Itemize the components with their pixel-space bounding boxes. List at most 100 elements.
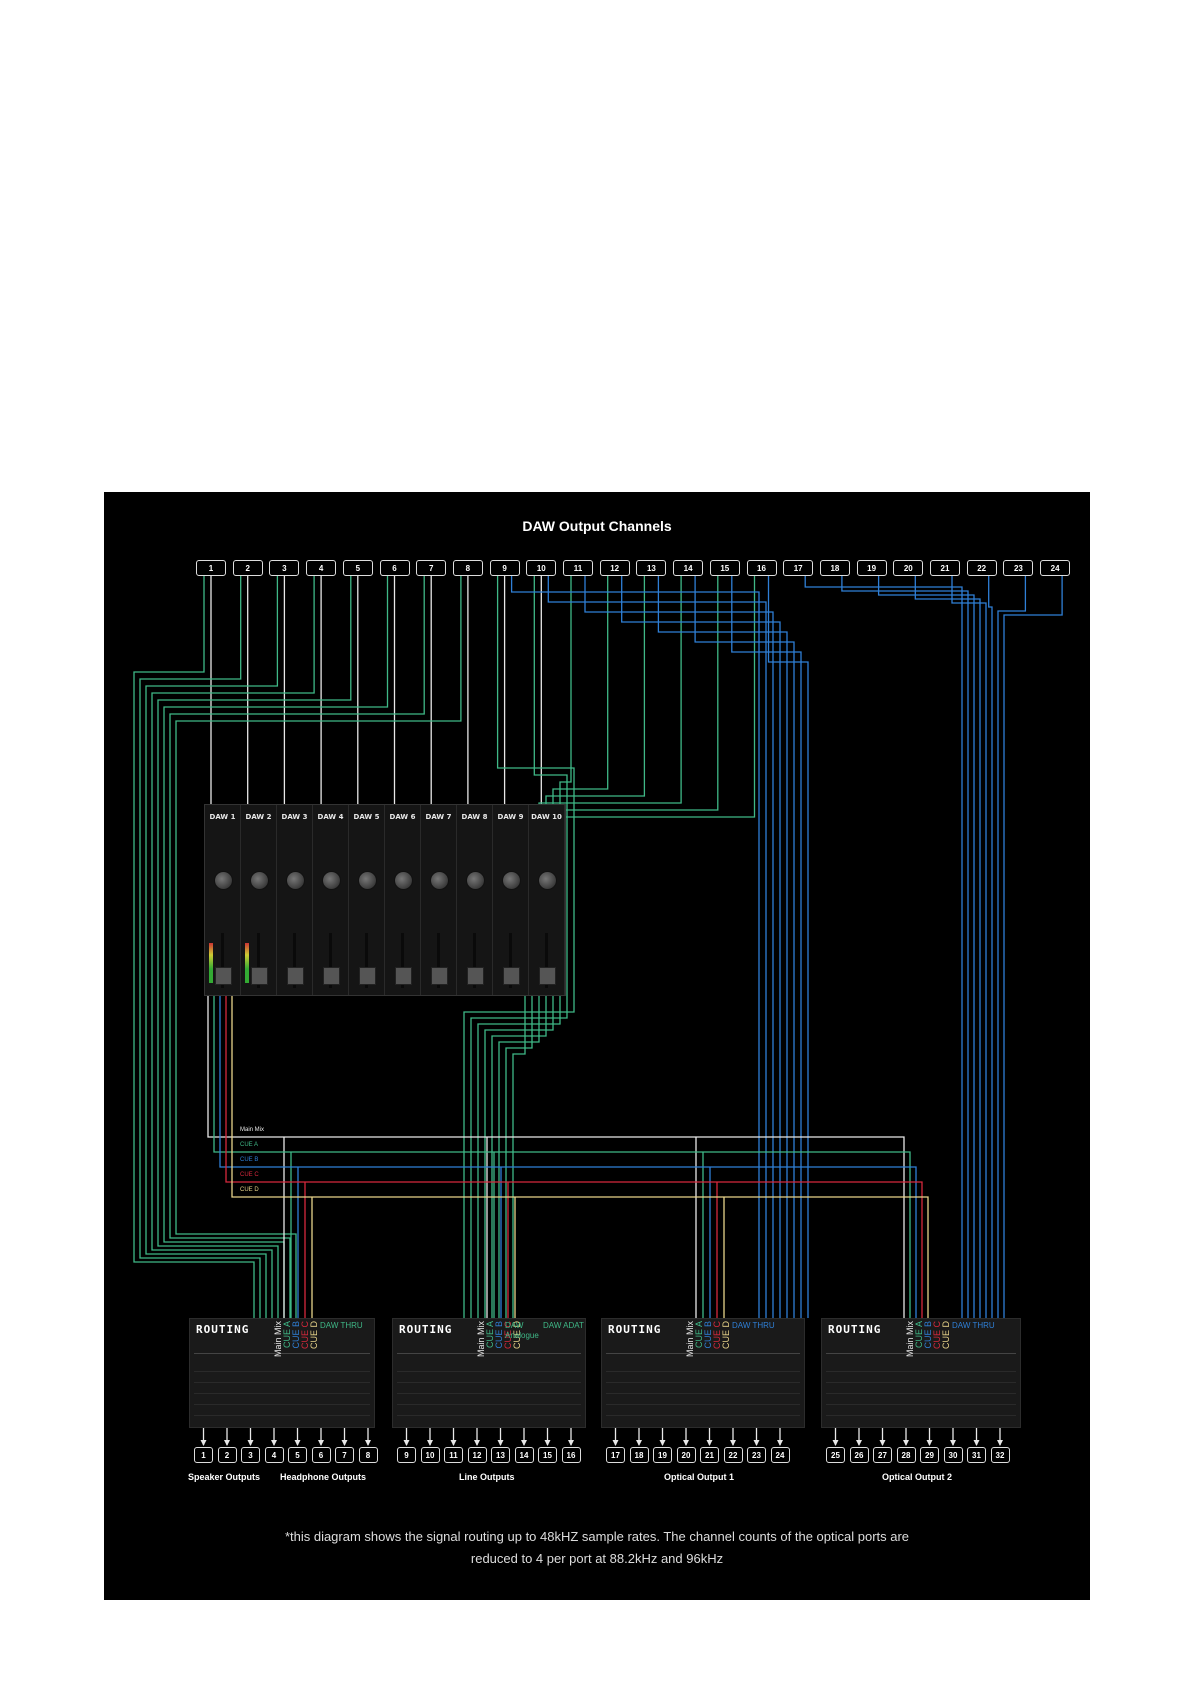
output-channel-box: 20: [676, 1447, 696, 1463]
routing-matrix: [194, 1361, 370, 1419]
arrow-head-icon: [832, 1440, 839, 1446]
pan-knob-icon: [538, 871, 557, 890]
routing-window-title: ROUTING: [608, 1323, 662, 1336]
footnote: *this diagram shows the signal routing u…: [164, 1526, 1030, 1570]
output-channel-box: 25: [826, 1447, 845, 1463]
daw-channel-box: 13: [636, 560, 667, 576]
arrow-head-icon: [271, 1440, 277, 1446]
optical-wire: [547, 576, 767, 1318]
daw-analogue-wire: [470, 576, 568, 1318]
pan-knob-icon: [502, 871, 521, 890]
routing-matrix: [606, 1361, 800, 1419]
routing-daw-label: Analogue: [505, 1331, 539, 1340]
arrow-head-icon: [294, 1440, 301, 1446]
fader-handle: [287, 967, 304, 985]
output-channel-box: 15: [538, 1447, 557, 1463]
output-group-label: Optical Output 1: [664, 1472, 735, 1482]
mixer-strip: DAW 10: [529, 805, 565, 995]
pan-knob-icon: [394, 871, 413, 890]
arrow-head-icon: [474, 1440, 480, 1446]
routing-tabs: [826, 1343, 1016, 1354]
mixer-strip: DAW 9: [493, 805, 529, 995]
arrow-head-icon: [997, 1440, 1003, 1446]
output-channel-box: 30: [943, 1447, 963, 1463]
fader-track: [329, 933, 332, 988]
daw-channel-box: 6: [379, 560, 410, 576]
mixer-strip: DAW 6: [385, 805, 421, 995]
output-channel-box: 6: [311, 1447, 331, 1463]
routing-daw-label: DAW: [505, 1321, 524, 1330]
pan-knob-icon: [358, 871, 377, 890]
fader-handle: [215, 967, 232, 985]
output-channel-box: 21: [700, 1447, 719, 1463]
daw-thru-wire: [151, 576, 315, 1318]
daw-thru-wire: [169, 576, 425, 1318]
output-channel-box: 27: [873, 1447, 892, 1463]
arrow-head-icon: [427, 1440, 433, 1446]
arrow-head-icon: [879, 1440, 886, 1446]
arrow-head-icon: [568, 1440, 574, 1446]
arrow-head-icon: [497, 1440, 504, 1446]
arrow-head-icon: [365, 1440, 371, 1446]
optical-wire: [1003, 576, 1063, 1318]
footnote-line-2: reduced to 4 per port at 88.2kHz and 96k…: [470, 1551, 724, 1566]
output-channel-box: 5: [288, 1447, 307, 1463]
mixer-strip-label: DAW 10: [531, 813, 562, 821]
arrow-head-icon: [950, 1440, 956, 1446]
level-meter: [245, 943, 249, 983]
arrow-head-icon: [247, 1440, 254, 1446]
fader-track: [545, 933, 548, 988]
mixer-strip: DAW 8: [457, 805, 493, 995]
daw-channel-box: 5: [342, 560, 373, 576]
routing-daw-label: DAW ADAT: [543, 1321, 584, 1330]
arrow-head-icon: [612, 1440, 619, 1446]
routing-source-label: CUE D: [941, 1321, 951, 1350]
optical-wire: [584, 576, 774, 1318]
daw-channel-box: 14: [673, 560, 704, 576]
optical-wire: [841, 576, 969, 1318]
mix-bus-wire: [231, 996, 929, 1318]
arrow-head-icon: [659, 1440, 666, 1446]
optical-wire: [951, 576, 987, 1318]
arrow-head-icon: [777, 1440, 783, 1446]
output-channel-box: 13: [491, 1447, 510, 1463]
arrow-head-icon: [450, 1440, 457, 1446]
fader-track: [473, 933, 476, 988]
output-group-label: Speaker Outputs: [188, 1472, 261, 1482]
mixer-strip-label: DAW 3: [281, 813, 308, 821]
footnote-line-1: *this diagram shows the signal routing u…: [284, 1529, 910, 1544]
output-channel-box: 1: [194, 1447, 213, 1463]
output-channel-box: 28: [896, 1447, 916, 1463]
arrow-head-icon: [856, 1440, 862, 1446]
routing-tabs: [606, 1343, 800, 1354]
level-meter: [209, 943, 213, 983]
daw-channel-box: 19: [856, 560, 887, 576]
mixer-strip-label: DAW 1: [209, 813, 236, 821]
pan-knob-icon: [322, 871, 341, 890]
arrow-head-icon: [973, 1440, 980, 1446]
arrow-head-icon: [753, 1440, 760, 1446]
daw-channel-box: 2: [232, 560, 263, 576]
arrow-head-icon: [341, 1440, 348, 1446]
daw-thru-wire: [157, 576, 352, 1318]
mix-bus-label: CUE C: [240, 1172, 259, 1178]
routing-daw-label: DAW THRU: [952, 1321, 995, 1330]
mixer-strip: DAW 4: [313, 805, 349, 995]
daw-channel-box: 4: [306, 560, 337, 576]
arrow-head-icon: [683, 1440, 689, 1446]
pan-knob-icon: [466, 871, 485, 890]
output-channel-box: 9: [397, 1447, 416, 1463]
fader-handle: [503, 967, 520, 985]
output-channel-box: 7: [335, 1447, 354, 1463]
routing-tabs: [397, 1343, 581, 1354]
arrow-head-icon: [903, 1440, 909, 1446]
routing-window-title: ROUTING: [828, 1323, 882, 1336]
optical-wire: [767, 576, 809, 1318]
daw-channel-box: 17: [783, 560, 814, 576]
output-group-label: Line Outputs: [459, 1472, 515, 1482]
fader-track: [257, 933, 260, 988]
